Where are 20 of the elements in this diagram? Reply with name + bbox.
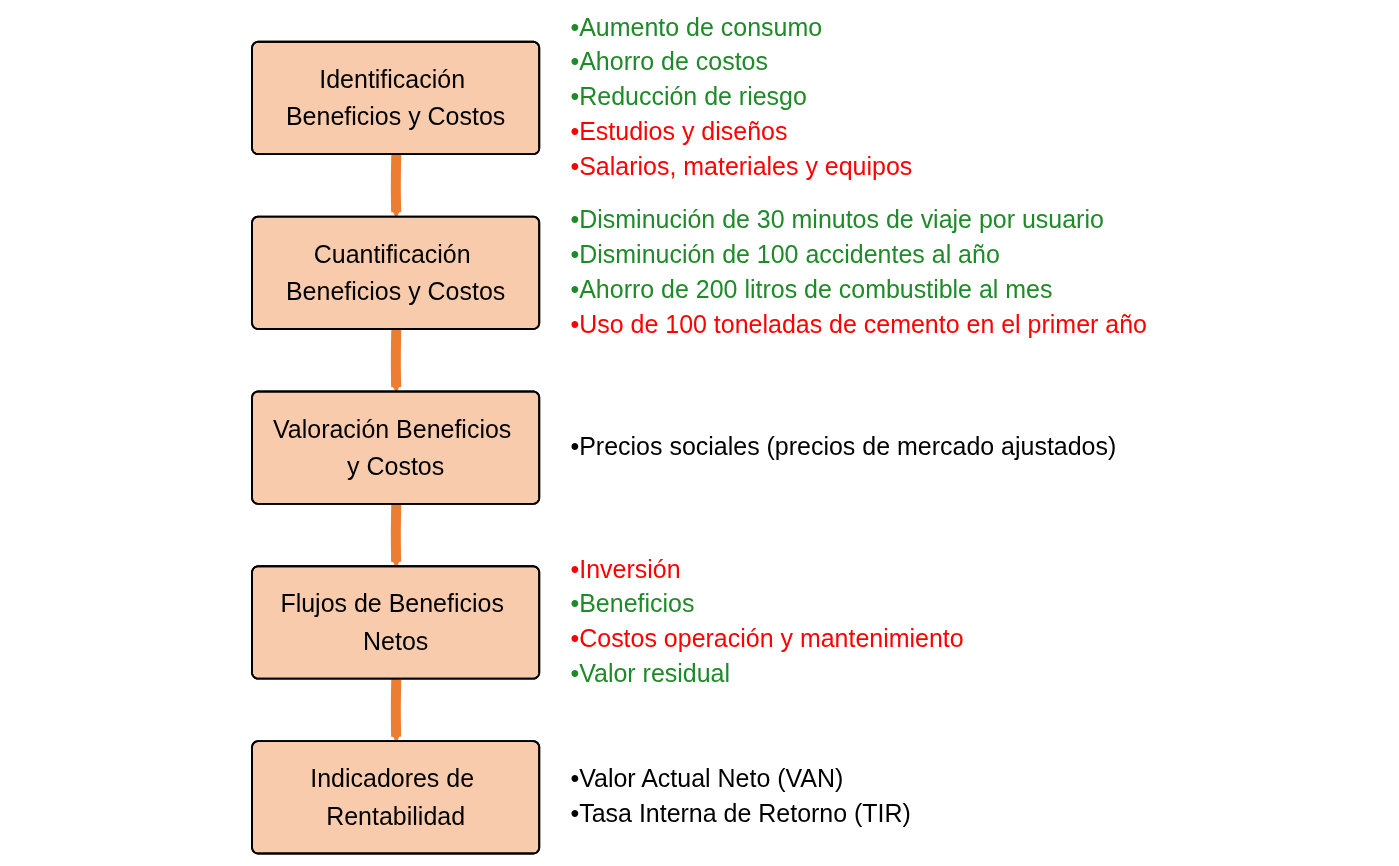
bullet-text: •Valor Actual Neto (VAN) bbox=[570, 764, 844, 793]
bullet-text: •Disminución de 100 accidentes al año bbox=[570, 239, 1000, 268]
bullet-text: •Valor residual bbox=[570, 659, 731, 688]
bullet-text: •Reducción de riesgo bbox=[570, 82, 807, 111]
bullet-text: •Salarios, materiales y equipos bbox=[570, 152, 913, 181]
bullet-text: •Aumento de consumo bbox=[570, 12, 823, 41]
arrow bbox=[390, 329, 402, 393]
bullet-text: •Precios sociales (precios de mercado ajustados) bbox=[570, 432, 1117, 461]
bullet-text: •Disminución de 30 minutos de viaje por usuario bbox=[570, 204, 1104, 233]
arrow bbox=[390, 504, 402, 568]
bullet-text: •Inversión bbox=[570, 554, 681, 583]
bullet-text: •Beneficios bbox=[570, 589, 695, 618]
bullet-text: •Estudios y diseños bbox=[570, 117, 788, 146]
arrow bbox=[390, 679, 402, 743]
bullet-text: •Costos operación y mantenimiento bbox=[570, 624, 964, 653]
arrow bbox=[390, 154, 402, 218]
bullet-text: •Tasa Interna de Retorno (TIR) bbox=[570, 799, 911, 828]
bullet-text: •Ahorro de 200 litros de combustible al mes bbox=[570, 274, 1053, 303]
bullet-text: •Ahorro de costos bbox=[570, 47, 768, 76]
bullet-text: •Uso de 100 toneladas de cemento en el primer año bbox=[570, 309, 1147, 338]
